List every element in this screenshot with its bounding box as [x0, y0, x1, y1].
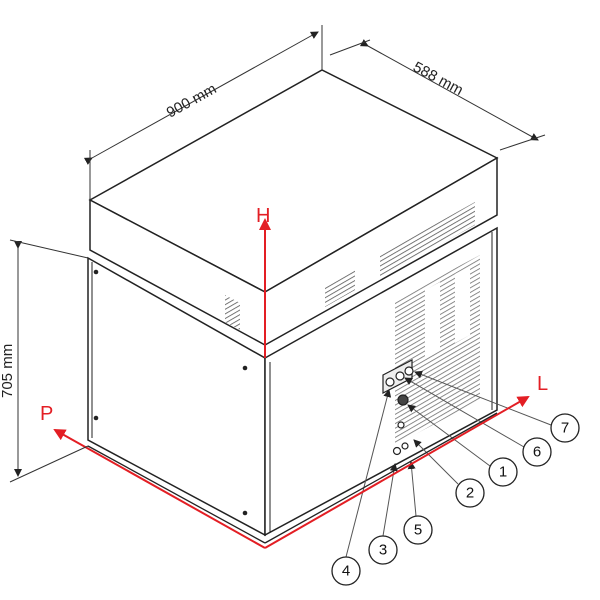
callouts	[331, 413, 580, 586]
height-dimension: 705 mm	[0, 344, 16, 398]
axis-l-label: L	[537, 373, 548, 395]
axis-p	[53, 429, 266, 549]
dimension-lines	[9, 25, 546, 483]
side-vents	[395, 255, 480, 445]
callout-7: 7	[561, 420, 569, 437]
callout-2: 2	[466, 485, 474, 502]
axes	[53, 218, 530, 549]
width-dimension: 900 mm	[164, 80, 220, 121]
axis-l	[264, 396, 530, 549]
axis-h-label: H	[256, 205, 270, 227]
depth-dimension: 588 mm	[410, 59, 466, 99]
callout-1: 1	[499, 464, 507, 481]
screws	[93, 269, 248, 516]
callout-3: 3	[379, 542, 387, 559]
callout-4: 4	[342, 563, 350, 580]
callout-6: 6	[533, 444, 541, 461]
callout-5: 5	[414, 522, 422, 539]
leader-lines	[345, 370, 552, 558]
axis-p-label: P	[40, 403, 53, 425]
connectors	[382, 359, 414, 456]
